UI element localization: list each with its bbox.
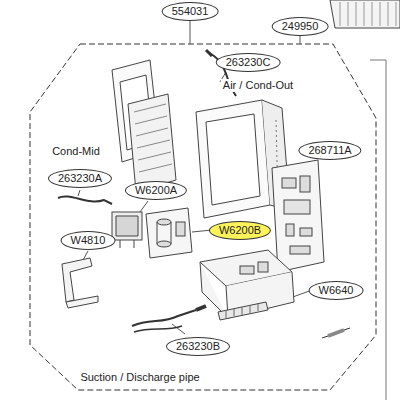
callout-number: 249950 (272, 17, 329, 36)
sensor-cable (58, 196, 112, 204)
label-holder: W6200A (125, 180, 187, 200)
label-holder: Air / Cond-Out (221, 75, 295, 93)
part-name: Air / Cond-Out (221, 79, 295, 92)
callout-number: 554031 (162, 2, 219, 21)
callout-number: 263230C (216, 53, 281, 72)
label-holder: 263230A (48, 168, 112, 188)
callout-number: W6200A (125, 181, 187, 200)
part-name: Suction / Discharge pipe (78, 371, 201, 384)
label-holder: W4810 (61, 230, 116, 250)
pipe-sensor-wire (132, 306, 206, 332)
callout-number: W4810 (61, 231, 116, 250)
part-name: Cond-Mid (50, 145, 102, 158)
callout-number: 263230B (166, 337, 230, 356)
group-outline (30, 44, 376, 390)
label-holder: 263230B (166, 336, 230, 356)
main-pcb (272, 160, 324, 272)
reactor (112, 212, 142, 248)
label-holder: 263230C (216, 52, 281, 72)
label-holder: 268711A (298, 140, 361, 160)
bracket (62, 258, 98, 308)
callout-number: 263230A (48, 169, 112, 188)
heat-sink (128, 94, 176, 192)
coil-corner (330, 0, 400, 28)
fuse (322, 328, 350, 338)
label-holder: W6640 (309, 280, 364, 300)
connector-plug (206, 50, 212, 56)
label-holder: 249950 (272, 16, 329, 36)
label-holder: W6200B (209, 220, 271, 240)
callout-number: W6200B (209, 221, 271, 240)
label-holder: 554031 (162, 1, 219, 21)
terminal-block (218, 302, 268, 320)
frame-line (370, 60, 386, 400)
label-holder: Cond-Mid (50, 141, 102, 159)
filter-board (146, 208, 192, 258)
callout-number: 268711A (298, 141, 361, 160)
label-holder: Suction / Discharge pipe (78, 367, 201, 385)
callout-number: W6640 (309, 281, 364, 300)
